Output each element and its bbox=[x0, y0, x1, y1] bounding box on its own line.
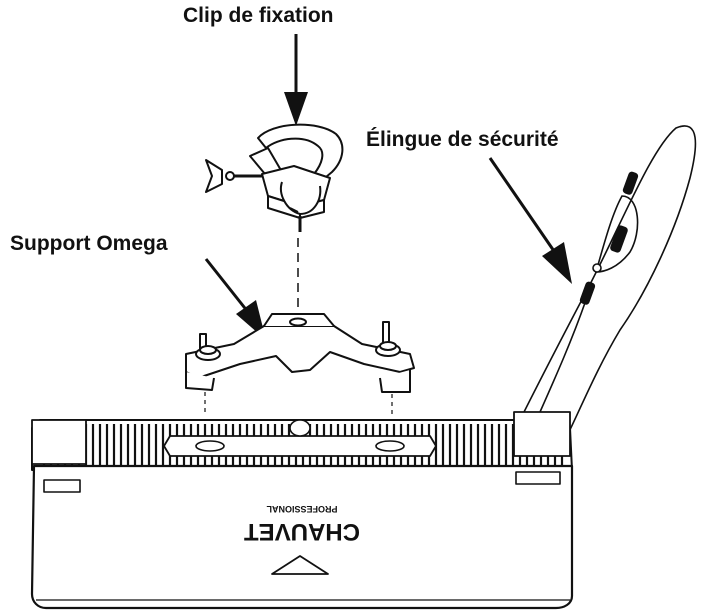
omega-bracket-label: Support Omega bbox=[10, 232, 168, 255]
svg-text:PROFESSIONAL: PROFESSIONAL bbox=[266, 504, 338, 514]
brand-logo: CHAUVET PROFESSIONAL bbox=[244, 504, 360, 575]
fixture-illustration: CHAUVET PROFESSIONAL bbox=[30, 411, 574, 610]
omega-bracket-illustration bbox=[185, 313, 415, 393]
safety-cable-illustration bbox=[519, 125, 697, 439]
clamp-illustration bbox=[205, 123, 344, 232]
svg-text:CHAUVET: CHAUVET bbox=[244, 518, 360, 545]
safety-cable-sleeves bbox=[579, 171, 639, 305]
omega-arrow bbox=[204, 258, 266, 340]
safety-cable-link bbox=[592, 263, 602, 273]
clip-arrow bbox=[284, 34, 308, 126]
safety-sling-label: Élingue de sécurité bbox=[366, 128, 559, 151]
clip-label: Clip de fixation bbox=[183, 4, 334, 27]
sling-arrow bbox=[488, 157, 572, 284]
